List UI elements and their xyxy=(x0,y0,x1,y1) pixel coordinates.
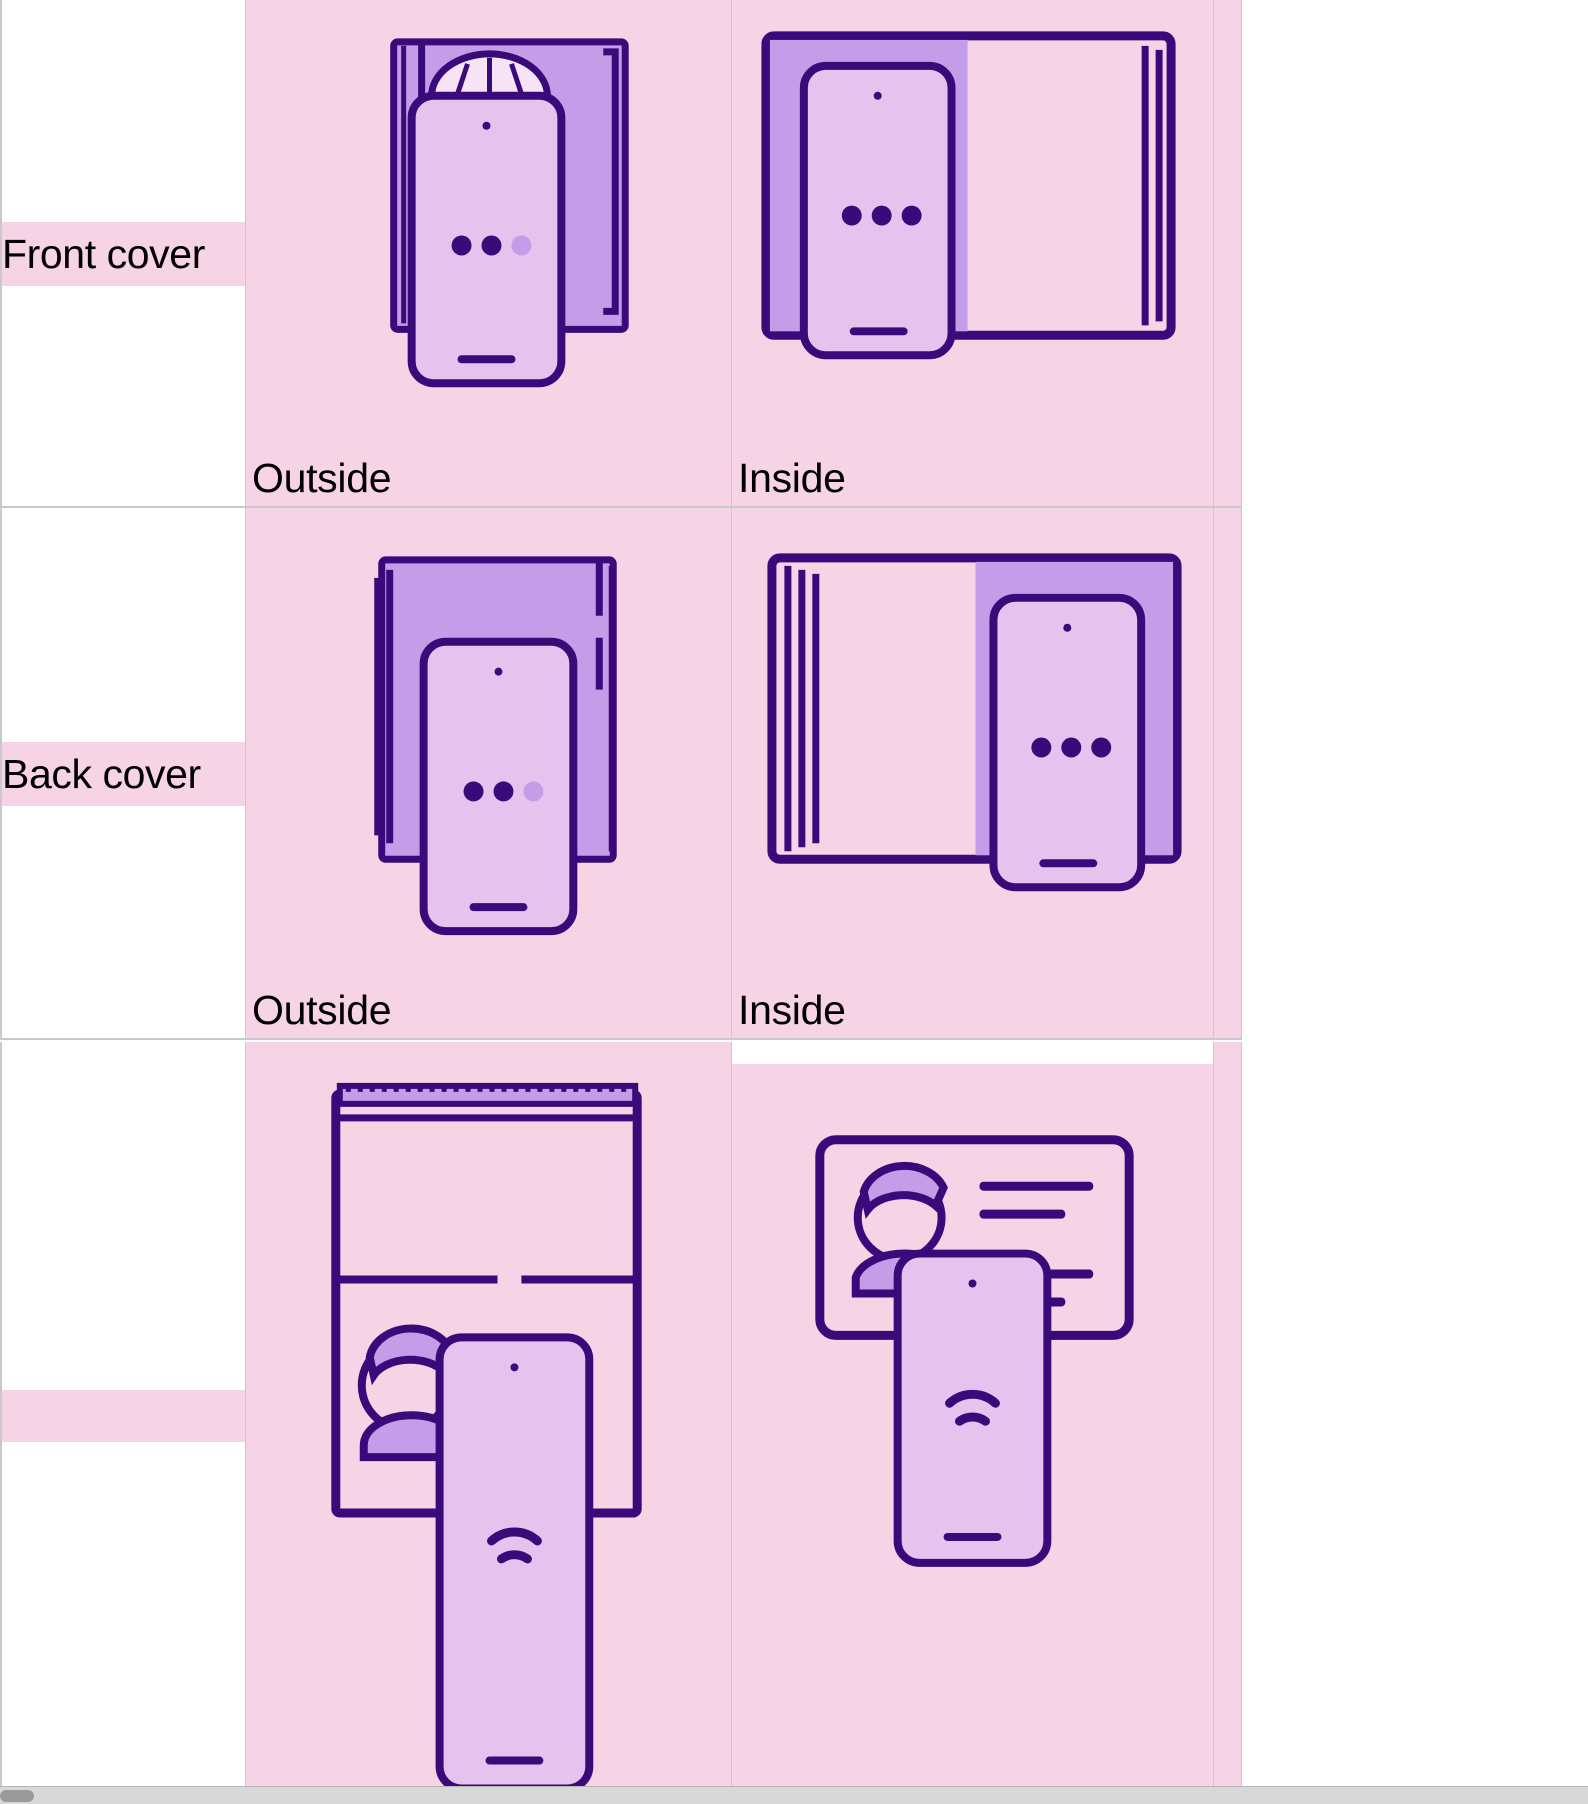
row-label-empty xyxy=(2,1390,245,1442)
cell-overflow-strip xyxy=(1214,1042,1242,1790)
table-row xyxy=(0,1042,1588,1790)
cell-id-card-outside xyxy=(246,1042,732,1790)
cell-overflow-strip xyxy=(1214,508,1242,1040)
cell-front-cover-inside: Inside xyxy=(732,0,1214,508)
page-right-margin xyxy=(1242,0,1588,508)
table-row: Back cover xyxy=(0,508,1588,1040)
id-card-icon xyxy=(331,1082,642,1790)
row-label-cell: Back cover xyxy=(0,508,246,1040)
cell-top-white-strip xyxy=(732,1042,1213,1064)
cell-id-card-inside xyxy=(732,1042,1214,1790)
cell-back-cover-inside: Inside xyxy=(732,508,1214,1040)
cell-caption-inside: Inside xyxy=(738,987,846,1033)
row-label-cell xyxy=(0,1042,246,1790)
passport-icon xyxy=(761,31,1176,360)
cell-caption-outside: Outside xyxy=(252,987,392,1033)
cell-caption-inside: Inside xyxy=(738,455,846,501)
passport-icon xyxy=(390,38,629,388)
passport-icon xyxy=(767,553,1182,892)
cell-caption-outside: Outside xyxy=(252,455,392,501)
row-label-cell: Front cover xyxy=(0,0,246,508)
row-label-front-cover: Front cover xyxy=(2,222,245,286)
passport-icon xyxy=(374,556,617,936)
horizontal-scrollbar[interactable] xyxy=(0,1786,1588,1804)
cell-overflow-strip xyxy=(1214,0,1242,508)
id-card-icon xyxy=(815,1135,1134,1567)
row-divider xyxy=(0,506,1242,508)
cell-back-cover-outside: Outside xyxy=(246,508,732,1040)
page-right-margin xyxy=(1242,1042,1588,1790)
scrollbar-thumb[interactable] xyxy=(0,1790,34,1802)
cell-front-cover-outside: Outside xyxy=(246,0,732,508)
table-row: Front cover xyxy=(0,0,1588,508)
page-right-margin xyxy=(1242,508,1588,1040)
row-divider xyxy=(0,1038,1242,1040)
row-label-back-cover: Back cover xyxy=(2,742,245,806)
